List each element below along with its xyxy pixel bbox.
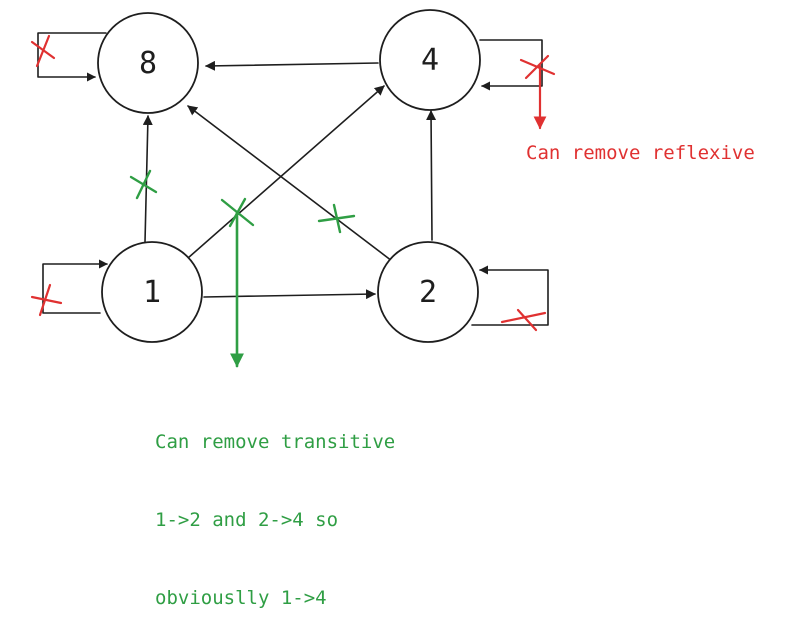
edge-1-to-4 — [187, 85, 385, 259]
red-x-mark-loop-2 — [500, 308, 547, 332]
transitive-note: Can remove transitive 1->2 and 2->4 so o… — [155, 377, 395, 637]
self-loop-4 — [479, 39, 543, 91]
node-8 — [97, 12, 199, 114]
green-x-mark-edge-1-8 — [129, 169, 158, 200]
edge-4-to-8 — [205, 60, 379, 71]
node-4 — [379, 9, 481, 111]
edge-2-to-4 — [426, 110, 437, 241]
red-x-mark-loop-8 — [30, 34, 56, 68]
edge-1-to-2 — [203, 289, 376, 300]
transitive-note-line-3: obviouslly 1->4 — [155, 587, 327, 609]
red-x-mark-loop-1 — [30, 283, 63, 317]
edge-2-to-8 — [187, 105, 393, 262]
transitive-note-line-1: Can remove transitive — [155, 431, 396, 453]
node-2-label: 2 — [419, 275, 437, 310]
self-loop-1 — [42, 259, 108, 314]
graph-diagram: 8 4 1 2 — [30, 9, 556, 368]
node-2 — [377, 241, 479, 343]
node-4-label: 4 — [421, 43, 439, 78]
transitive-note-line-2: 1->2 and 2->4 so — [155, 509, 339, 531]
node-1-label: 1 — [143, 275, 161, 310]
green-x-mark-edge-2-8 — [317, 203, 356, 234]
red-x-mark-loop-4 — [519, 54, 556, 80]
self-loop-2 — [471, 265, 549, 326]
node-1 — [101, 241, 203, 343]
self-loop-8 — [37, 32, 107, 82]
node-8-label: 8 — [139, 46, 157, 81]
reflexive-note: Can remove reflexive — [526, 142, 755, 164]
